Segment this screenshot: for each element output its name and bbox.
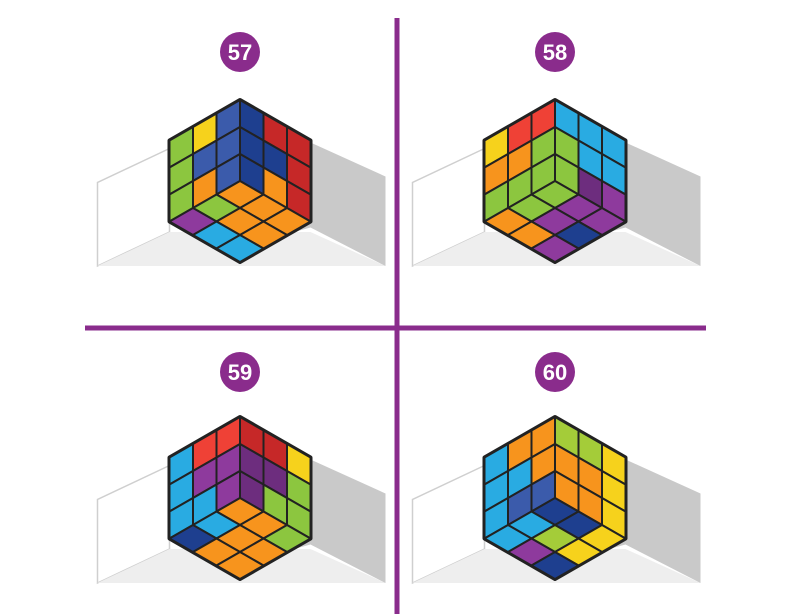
- bottom-face-cell: [215, 551, 265, 580]
- puzzle-58: 58: [411, 32, 701, 268]
- badge-circle: [220, 32, 260, 72]
- badge-circle: [220, 352, 260, 392]
- stand-shadow: [565, 142, 701, 266]
- stand-shadow: [250, 142, 386, 266]
- badge-circle: [535, 352, 575, 392]
- stand-shadow: [250, 459, 386, 583]
- cube: [482, 98, 628, 264]
- puzzle-number-badge: 58: [535, 32, 575, 72]
- bottom-face-cell: [530, 234, 580, 263]
- puzzle-number: 59: [228, 360, 252, 385]
- puzzle-number-badge: 60: [535, 352, 575, 392]
- puzzle-59: 59: [96, 352, 386, 585]
- puzzle-number: 60: [543, 360, 567, 385]
- cube: [167, 98, 313, 264]
- badge-circle: [535, 32, 575, 72]
- puzzle-number: 57: [228, 40, 252, 65]
- display-stand: [96, 142, 386, 268]
- cube: [167, 415, 313, 581]
- puzzle-number: 58: [543, 40, 567, 65]
- bottom-face-cell: [530, 551, 580, 580]
- puzzle-60: 60: [411, 352, 701, 585]
- stand-shadow: [565, 459, 701, 583]
- bottom-face-cell: [215, 234, 265, 263]
- puzzle-number-badge: 57: [220, 32, 260, 72]
- puzzle-number-badge: 59: [220, 352, 260, 392]
- puzzle-57: 57: [96, 32, 386, 268]
- cube: [482, 415, 628, 581]
